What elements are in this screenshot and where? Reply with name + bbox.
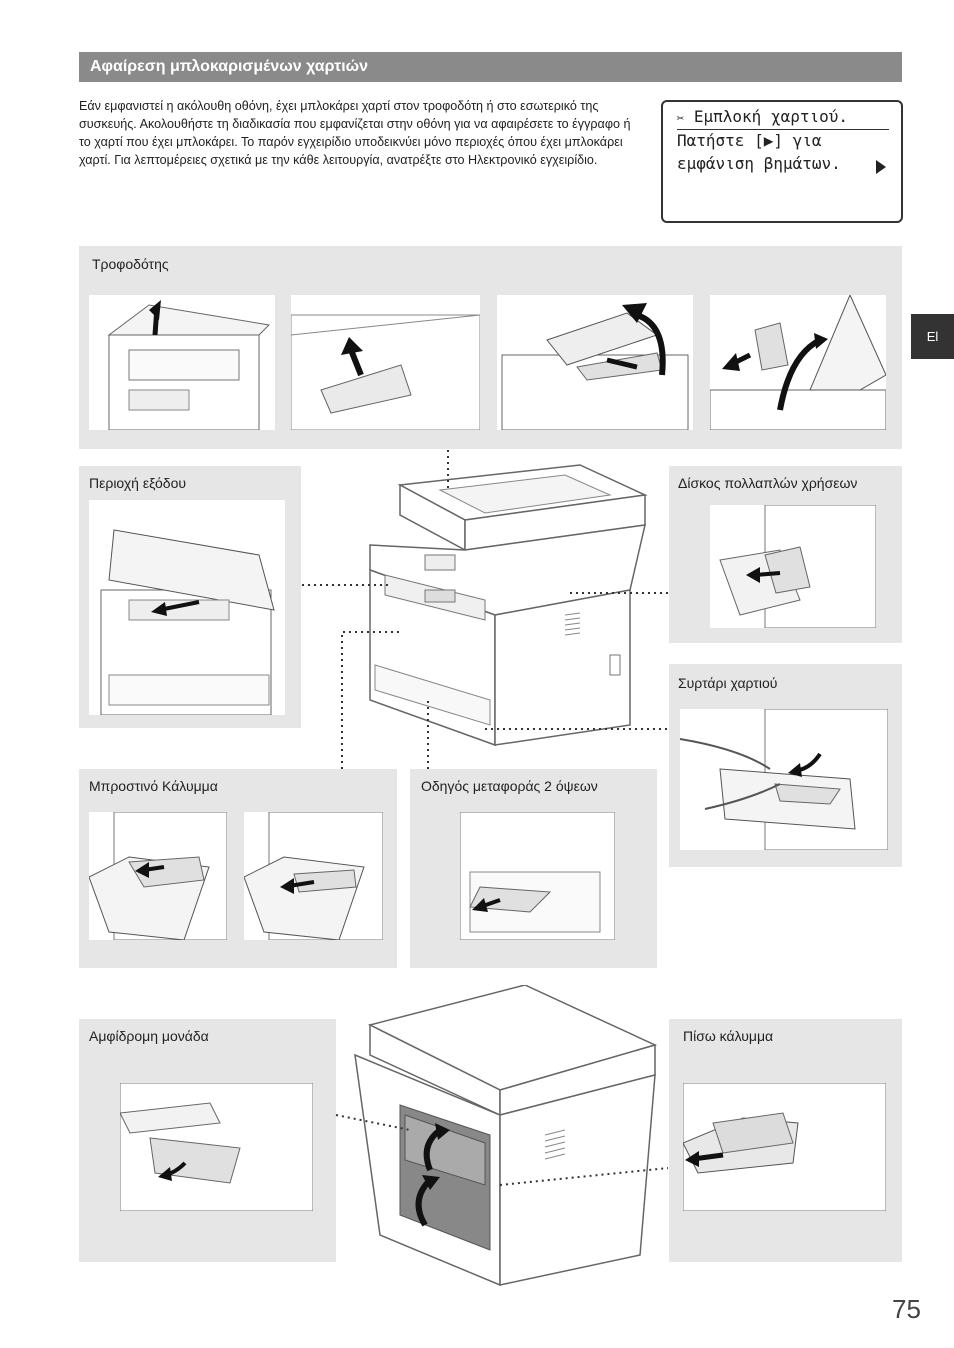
multipurpose-tray-label: Δίσκος πολλαπλών χρήσεων bbox=[678, 475, 858, 491]
front-cover-step-2-illustration bbox=[243, 811, 384, 941]
lcd-screen: ✂ Εμπλοκή χαρτιού. Πατήστε [▶] για εμφάν… bbox=[661, 100, 903, 223]
lcd-line-3: εμφάνιση βημάτων. bbox=[677, 154, 841, 173]
section-header-bar bbox=[79, 52, 902, 82]
lcd-right-arrow-icon bbox=[876, 160, 886, 174]
output-area-label: Περιοχή εξόδου bbox=[89, 475, 187, 491]
duplex-guide-label: Οδηγός μεταφοράς 2 όψεων bbox=[421, 778, 598, 794]
duplex-guide-illustration bbox=[459, 811, 616, 941]
section-title: Αφαίρεση μπλοκαρισμένων χαρτιών bbox=[90, 58, 369, 75]
paper-jam-icon: ✂ bbox=[677, 111, 685, 125]
duplex-unit-label: Αμφίδρομη μονάδα bbox=[89, 1028, 209, 1044]
feeder-step-4-illustration bbox=[709, 293, 887, 431]
feeder-step-2-illustration bbox=[290, 295, 481, 431]
rear-cover-illustration bbox=[682, 1082, 887, 1212]
paper-drawer-label: Συρτάρι χαρτιού bbox=[678, 675, 778, 691]
rear-cover-label: Πίσω κάλυμμα bbox=[683, 1028, 774, 1044]
multipurpose-tray-illustration bbox=[710, 504, 877, 629]
lcd-separator bbox=[677, 129, 889, 130]
lcd-line-2: Πατήστε [▶] για bbox=[677, 131, 822, 150]
feeder-step-1-illustration bbox=[89, 295, 275, 431]
page-number: 75 bbox=[892, 1294, 921, 1324]
lcd-line-1: ✂ Εμπλοκή χαρτιού. bbox=[677, 107, 848, 126]
front-cover-label: Μπροστινό Κάλυμμα bbox=[89, 778, 218, 794]
output-area-illustration bbox=[89, 500, 285, 716]
duplex-unit-illustration bbox=[119, 1082, 314, 1212]
paper-drawer-illustration bbox=[679, 708, 889, 851]
printer-rear-illustration bbox=[350, 984, 660, 1293]
language-tab: El bbox=[911, 314, 954, 359]
front-cover-step-1-illustration bbox=[88, 811, 228, 941]
feeder-step-3-illustration bbox=[497, 295, 693, 431]
feeder-label: Τροφοδότης bbox=[92, 256, 169, 272]
intro-paragraph: Εάν εμφανιστεί η ακόλουθη οθόνη, έχει μπ… bbox=[79, 99, 631, 167]
